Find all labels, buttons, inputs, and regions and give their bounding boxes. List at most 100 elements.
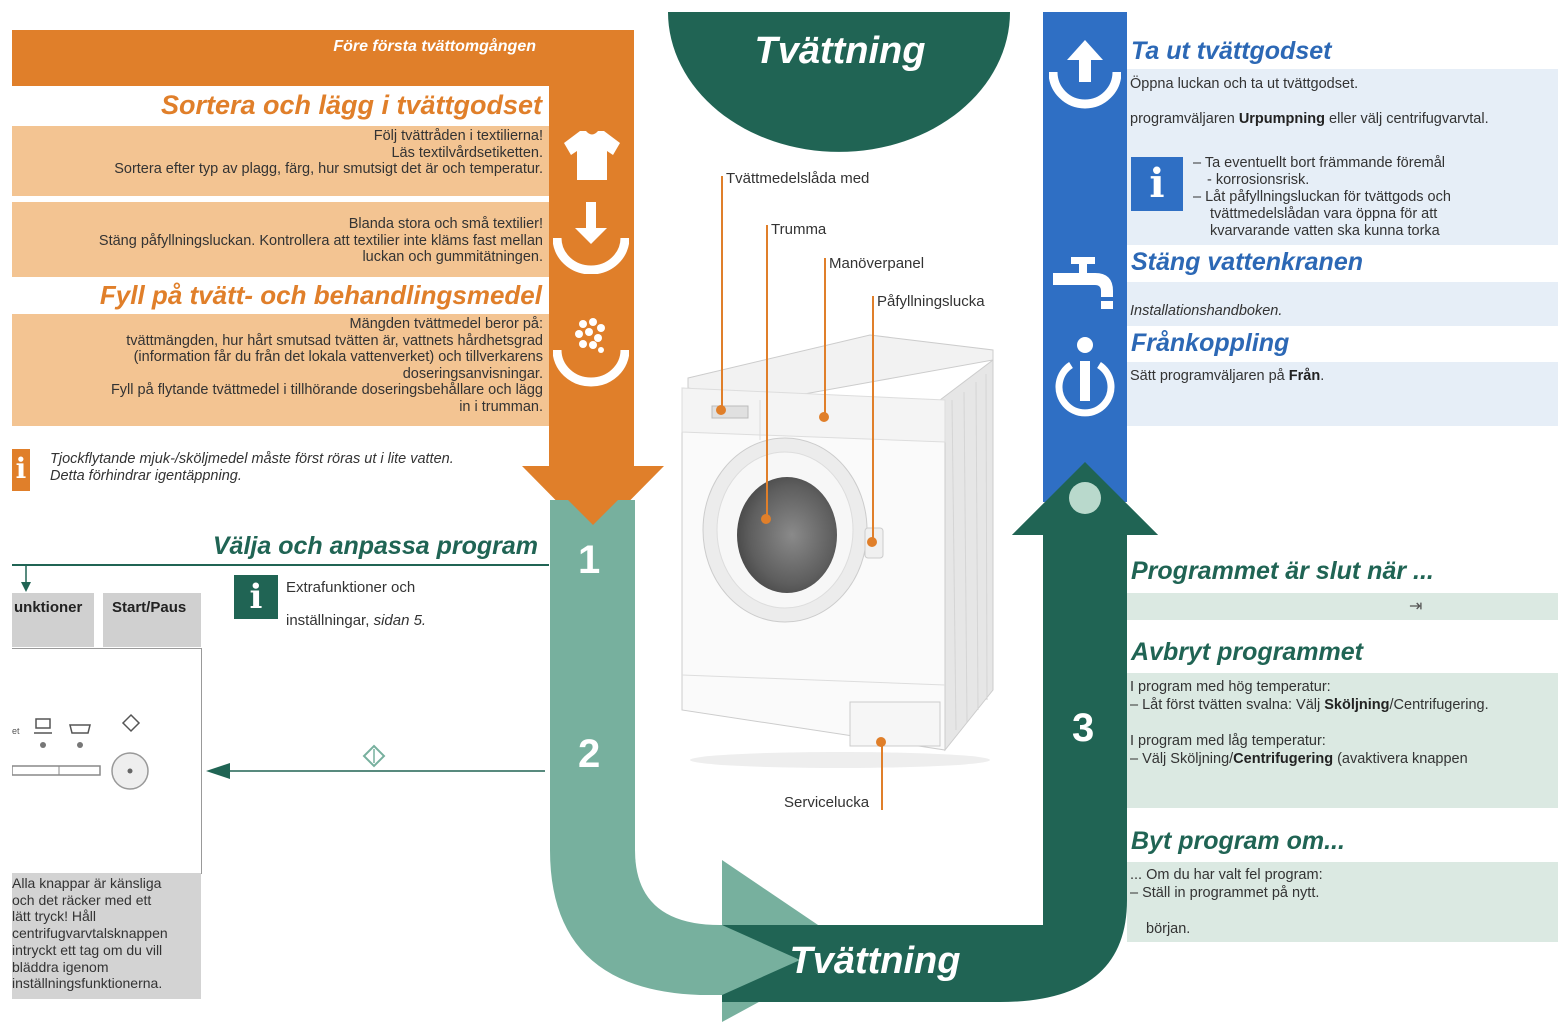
sort-line-1: Följ tvättråden i textilierna! bbox=[373, 128, 543, 144]
cancel-title: Avbryt programmet bbox=[1131, 638, 1363, 666]
cancel-box: I program med hög temperatur: – Låt förs… bbox=[1127, 673, 1558, 808]
sort-line-2: Läs textilvårdsetiketten. bbox=[391, 144, 543, 161]
remove-line-1: Öppna luckan och ta ut tvättgodset. bbox=[1130, 76, 1359, 92]
callout-line-drawer bbox=[721, 176, 723, 412]
remove-info-icon: i bbox=[1131, 157, 1183, 211]
fill-line-4: doseringsanvisningar. bbox=[402, 365, 543, 382]
change-title: Byt program om... bbox=[1131, 827, 1345, 855]
fill-title: Fyll på tvätt- och behandlingsmedel bbox=[99, 280, 542, 310]
panel-note-line-3: lätt tryck! Håll bbox=[12, 908, 97, 925]
disconnect-box: Sätt programväljaren på Från. bbox=[1127, 362, 1558, 426]
disconnect-c: . bbox=[1320, 368, 1325, 384]
start-diamond-icon bbox=[362, 744, 386, 768]
top-semicircle bbox=[668, 12, 1010, 152]
orange-arrowhead bbox=[522, 466, 664, 538]
panel-note-line-1: Alla knappar är känsliga bbox=[12, 875, 162, 891]
end-box: ⇥ bbox=[1127, 593, 1558, 620]
svg-text:et: et bbox=[12, 726, 20, 736]
disconnect-b: Från bbox=[1288, 368, 1321, 384]
sort-box-1: Följ tvättråden i textilierna! Läs texti… bbox=[12, 126, 549, 196]
tab-funktioner[interactable]: unktioner bbox=[12, 593, 94, 647]
step-3: 3 bbox=[1072, 706, 1095, 750]
program-info-page: sidan 5. bbox=[373, 612, 427, 629]
change-line-2: – Ställ in programmet på nytt. bbox=[1130, 885, 1320, 901]
fill-box: Mängden tvättmedel beror på: tvättmängde… bbox=[12, 314, 549, 426]
remove-info-line-3: – Låt påfyllningsluckan för tvättgods oc… bbox=[1193, 189, 1451, 205]
cancel-line-2a: – Låt först tvätten svalna: Välj bbox=[1130, 697, 1325, 713]
program-info-line-1: Extrafunktioner och bbox=[286, 579, 416, 596]
remove-box: Öppna luckan och ta ut tvättgodset. prog… bbox=[1127, 69, 1558, 245]
arrow-dot bbox=[1069, 482, 1101, 514]
control-panel: et bbox=[11, 648, 202, 874]
panel-note-line-6: bläddra igenom bbox=[12, 958, 109, 975]
mix-line-1: Blanda stora och små textilier! bbox=[348, 216, 543, 232]
cancel-line-4c: (avaktivera knappen bbox=[1333, 751, 1468, 767]
fill-line-2: tvättmängden, hur hårt smutsad tvätten ä… bbox=[126, 332, 543, 349]
top-title: Tvättning bbox=[754, 30, 926, 72]
end-title: Programmet är slut när ... bbox=[1131, 557, 1434, 585]
panel-buttons: et bbox=[11, 713, 149, 790]
sort-box-2: Blanda stora och små textilier! Stäng på… bbox=[12, 202, 549, 277]
detergent-icon bbox=[553, 318, 629, 387]
remove-line-2c: eller välj centrifugvarvtal. bbox=[1325, 111, 1489, 127]
cancel-line-3: I program med låg temperatur: bbox=[1130, 733, 1326, 749]
mix-line-2: Stäng påfyllningsluckan. Kontrollera att… bbox=[98, 232, 543, 249]
remove-line-2b: Urpumpning bbox=[1238, 111, 1325, 127]
cancel-line-4a: – Välj Sköljning/ bbox=[1130, 751, 1234, 767]
callout-door: Påfyllningslucka bbox=[877, 293, 985, 310]
callout-drawer: Tvättmedelslåda med bbox=[726, 170, 870, 187]
basin-icon bbox=[69, 724, 91, 734]
remove-line-2a: programväljaren bbox=[1130, 111, 1239, 127]
cancel-line-2c: /Centrifugering. bbox=[1389, 697, 1489, 713]
remove-info-line-1: – Ta eventuellt bort främmande föremål bbox=[1193, 155, 1446, 171]
bottom-title: Tvättning bbox=[789, 940, 961, 982]
change-line-1: ... Om du har valt fel program: bbox=[1130, 867, 1323, 883]
tab-start-paus[interactable]: Start/Paus bbox=[103, 593, 201, 647]
sort-line-3: Sortera efter typ av plagg, färg, hur sm… bbox=[114, 161, 543, 177]
fill-line-5: Fyll på flytande tvättmedel i tillhörand… bbox=[110, 382, 543, 398]
fill-line-6: in i trumman. bbox=[459, 398, 543, 415]
cancel-line-1: I program med hög temperatur: bbox=[1130, 679, 1331, 695]
disconnect-title: Frånkoppling bbox=[1131, 329, 1290, 357]
panel-note-line-5: intryckt ett tag om du vill bbox=[12, 941, 163, 958]
panel-note-line-7: inställningsfunktionerna. bbox=[12, 975, 163, 992]
note-info-icon: i bbox=[12, 449, 30, 491]
cancel-line-2b: Sköljning bbox=[1324, 697, 1390, 713]
tap-text: Installationshandboken. bbox=[1130, 303, 1283, 319]
callout-panel: Manöverpanel bbox=[829, 255, 925, 272]
remove-info-text: – Ta eventuellt bort främmande föremål -… bbox=[1193, 155, 1451, 240]
note-line-1: Tjockflytande mjuk-/sköljmedel måste för… bbox=[50, 451, 454, 467]
panel-note-line-2: och det räcker med ett bbox=[12, 891, 152, 908]
remove-info-line-2: - korrosionsrisk. bbox=[1207, 172, 1310, 188]
remove-title: Ta ut tvättgodset bbox=[1131, 37, 1332, 65]
note-line-2: Detta förhindrar igentäppning. bbox=[50, 467, 242, 484]
remove-info-line-5: kvarvarande vatten ska kunna torka bbox=[1210, 223, 1440, 239]
tap-box: Installationshandboken. bbox=[1127, 282, 1558, 326]
tap-title: Stäng vattenkranen bbox=[1131, 248, 1364, 276]
washing-machine-image bbox=[681, 334, 994, 768]
callout-drum: Trumma bbox=[771, 221, 827, 238]
tshirt-icon bbox=[564, 131, 620, 180]
step-1: 1 bbox=[578, 538, 601, 582]
disconnect-a: Sätt programväljaren på bbox=[1130, 368, 1289, 384]
change-box: ... Om du har valt fel program: – Ställ … bbox=[1127, 862, 1558, 942]
teal-light-band bbox=[550, 500, 855, 1022]
sort-title: Sortera och lägg i tvättgodset bbox=[160, 90, 542, 120]
cancel-line-4b: Centrifugering bbox=[1233, 751, 1334, 767]
tap-icon bbox=[1053, 257, 1113, 309]
program-title: Välja och anpassa program bbox=[212, 532, 538, 560]
step-2: 2 bbox=[578, 732, 601, 776]
teal-dark-band bbox=[722, 462, 1158, 1002]
program-info-text: Extrafunktioner och inställningar, sidan… bbox=[286, 571, 426, 637]
first-wash-banner: Före första tvättomgången bbox=[333, 38, 536, 55]
power-icon bbox=[1055, 337, 1115, 417]
fill-line-1: Mängden tvättmedel beror på: bbox=[349, 316, 543, 332]
callout-service: Servicelucka bbox=[784, 794, 870, 811]
fill-line-3: (information får du från det lokala vatt… bbox=[133, 349, 543, 365]
change-line-3: början. bbox=[1146, 921, 1191, 937]
program-info-icon: i bbox=[234, 575, 278, 619]
start-icon bbox=[121, 713, 141, 733]
panel-note-line-4: centrifugvarvtalsknappen bbox=[12, 925, 168, 942]
orange-banner bbox=[12, 30, 634, 86]
iron-icon bbox=[35, 718, 51, 729]
